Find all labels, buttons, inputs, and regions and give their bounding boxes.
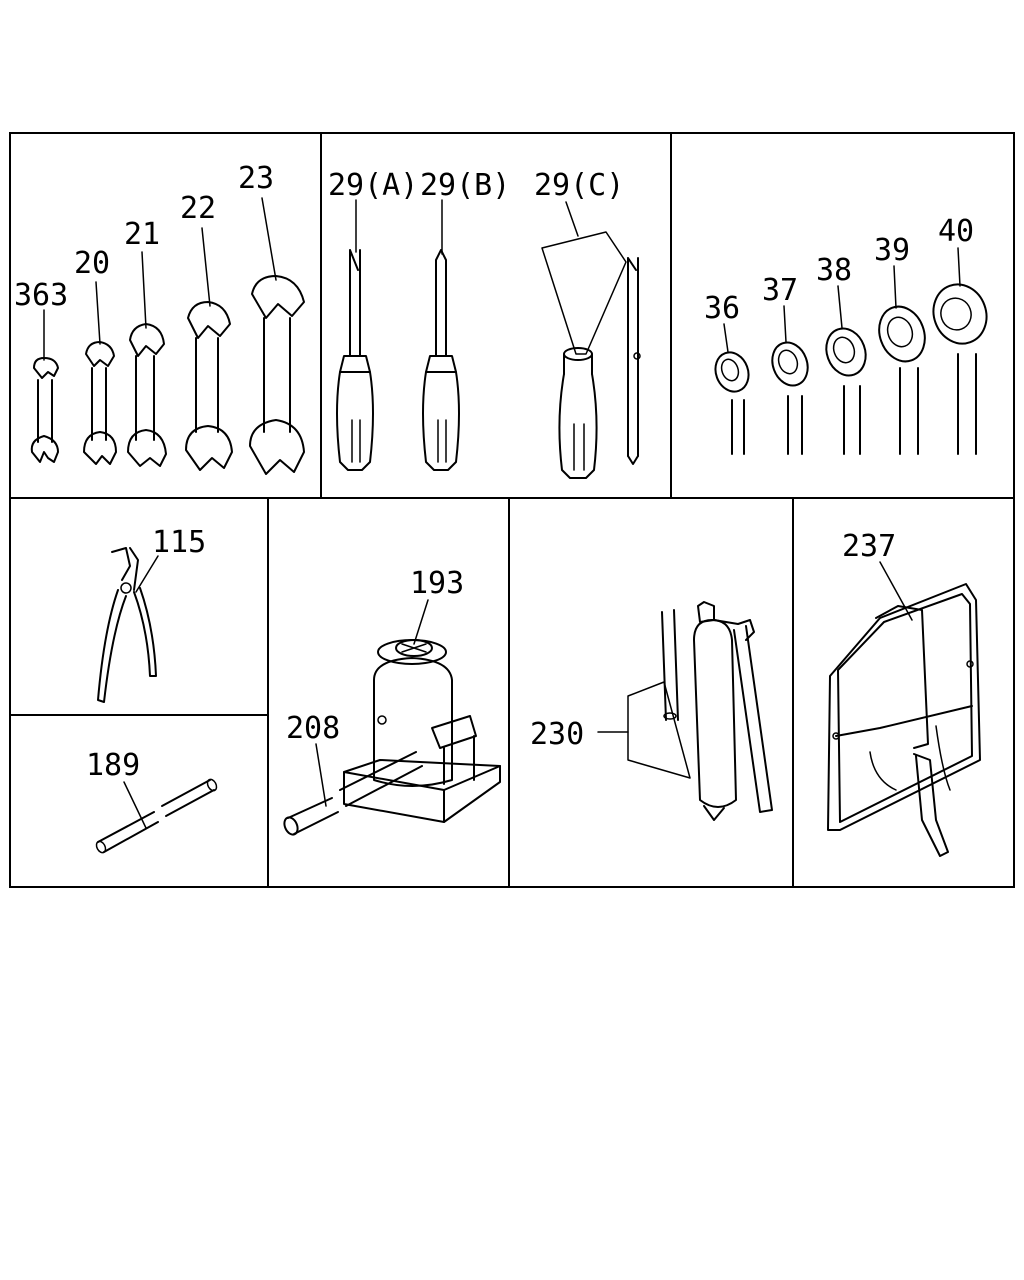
part-labels: 363 20 21 22 23 29(A) 29(B) 29(C) 36 37 … xyxy=(14,161,974,783)
box-wrench-40 xyxy=(932,283,988,455)
jack-handle-208 xyxy=(283,751,423,836)
label-22: 22 xyxy=(180,191,216,226)
label-37: 37 xyxy=(762,273,798,308)
open-end-wrench-22 xyxy=(185,301,233,471)
label-40: 40 xyxy=(938,214,974,249)
grease-gun-230 xyxy=(661,601,773,821)
tool-bag-237 xyxy=(827,583,981,857)
label-38: 38 xyxy=(816,253,852,288)
label-115: 115 xyxy=(152,525,206,560)
handle-bar-189 xyxy=(95,778,218,854)
label-21: 21 xyxy=(124,217,160,252)
label-36: 36 xyxy=(704,291,740,326)
label-363: 363 xyxy=(14,278,68,313)
label-29a: 29(A) xyxy=(328,168,418,203)
label-193: 193 xyxy=(410,566,464,601)
leader-lines xyxy=(43,197,961,829)
box-wrench-38 xyxy=(825,327,867,455)
label-29b: 29(B) xyxy=(420,168,510,203)
box-wrench-39 xyxy=(878,305,926,455)
label-237: 237 xyxy=(842,529,896,564)
label-39: 39 xyxy=(874,233,910,268)
box-wrench-36 xyxy=(714,351,750,455)
screwdriver-29b xyxy=(422,249,460,471)
open-end-wrench-363 xyxy=(30,357,59,463)
open-end-wrench-23 xyxy=(249,275,305,475)
bottle-jack-193 xyxy=(343,639,501,823)
label-29c: 29(C) xyxy=(534,168,624,203)
label-189: 189 xyxy=(86,748,140,783)
screwdriver-29a xyxy=(336,249,374,471)
panel-grid xyxy=(9,132,1015,888)
label-20: 20 xyxy=(74,246,110,281)
open-end-wrench-21 xyxy=(127,323,167,467)
label-23: 23 xyxy=(238,161,274,196)
label-208: 208 xyxy=(286,711,340,746)
screwdriver-blade-29c xyxy=(627,257,641,465)
open-end-wrench-20 xyxy=(83,341,117,465)
label-230: 230 xyxy=(530,717,584,752)
screwdriver-handle-29c xyxy=(558,347,598,479)
box-wrench-37 xyxy=(771,341,809,455)
pliers-115 xyxy=(97,547,157,703)
